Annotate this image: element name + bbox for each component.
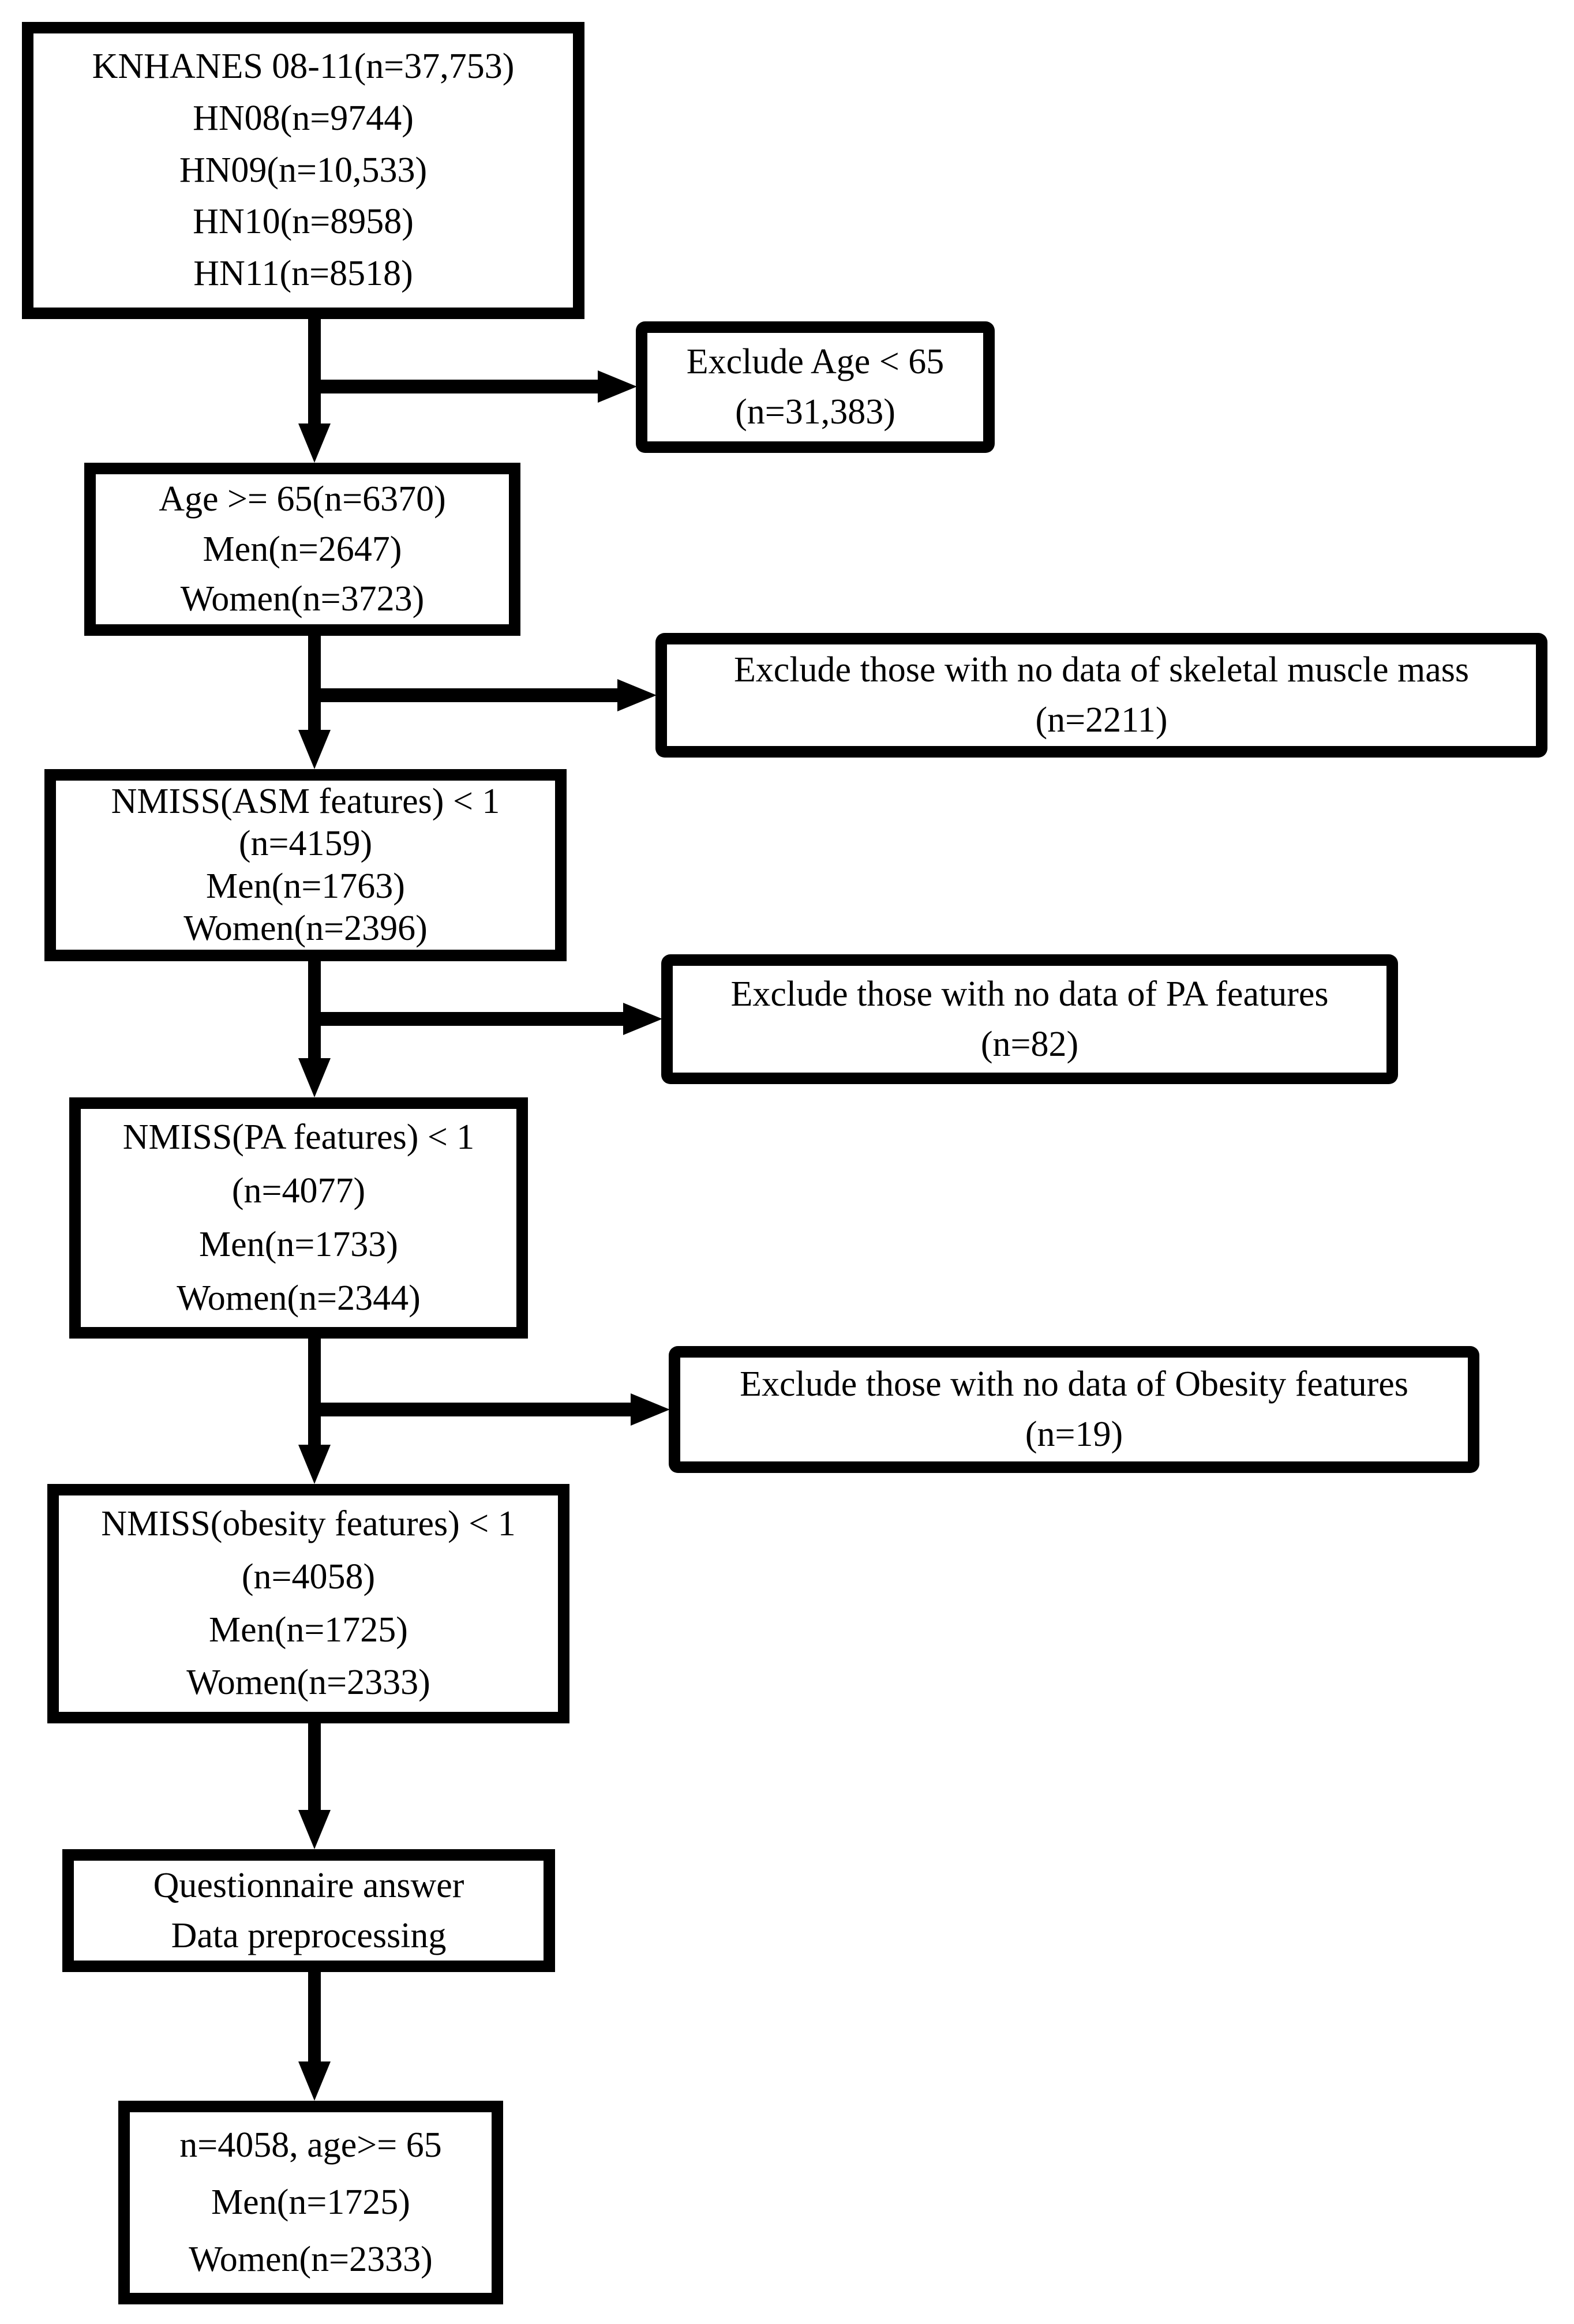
text-line: NMISS(ASM features) < 1 [111,782,500,822]
box-nmiss-pa: NMISS(PA features) < 1 (n=4077) Men(n=17… [69,1097,528,1339]
connector-horizontal-exclude-pa [308,1012,627,1026]
down-arrow-icon [298,1810,331,1849]
connector-horizontal-exclude-obesity [308,1403,634,1416]
text-line: Exclude those with no data of PA feature… [730,974,1329,1014]
text-line: (n=19) [1025,1415,1123,1454]
text-line: (n=4058) [241,1557,376,1596]
text-line: Age >= 65(n=6370) [159,479,446,519]
right-arrow-icon [631,1393,670,1426]
down-arrow-icon [298,1445,331,1484]
box-exclude-obesity: Exclude those with no data of Obesity fe… [669,1346,1479,1473]
text-line: Women(n=2344) [177,1279,421,1318]
box-exclude-age: Exclude Age < 65 (n=31,383) [636,321,995,453]
text-line: HN08(n=9744) [193,98,414,138]
text-line: (n=4077) [231,1171,366,1210]
text-line: Men(n=1725) [209,1610,408,1650]
box-nmiss-asm: NMISS(ASM features) < 1 (n=4159) Men(n=1… [44,769,567,961]
down-arrow-icon [298,1058,331,1097]
text-line: NMISS(PA features) < 1 [122,1118,475,1157]
text-line: KNHANES 08-11(n=37,753) [92,46,515,86]
right-arrow-icon [598,370,637,403]
text-line: Men(n=1733) [199,1225,398,1264]
text-line: Exclude those with no data of Obesity fe… [740,1365,1408,1404]
text-line: Questionnaire answer [153,1865,464,1905]
text-line: HN09(n=10,533) [179,150,428,190]
text-line: Men(n=1763) [206,866,405,906]
down-arrow-icon [298,2061,331,2101]
text-line: (n=2211) [1035,700,1168,740]
text-line: Men(n=1725) [211,2182,410,2222]
box-preprocessing: Questionnaire answer Data preprocessing [62,1849,555,1972]
right-arrow-icon [623,1003,662,1035]
text-line: HN11(n=8518) [193,254,413,294]
text-line: Data preprocessing [171,1916,447,1955]
box-age-ge-65: Age >= 65(n=6370) Men(n=2647) Women(n=37… [84,463,520,636]
down-arrow-icon [298,730,331,769]
text-line: (n=82) [980,1024,1079,1064]
text-line: n=4058, age>= 65 [179,2125,442,2165]
text-line: (n=4159) [238,824,373,864]
text-line: (n=31,383) [735,392,895,432]
right-arrow-icon [617,679,657,711]
text-line: NMISS(obesity features) < 1 [101,1504,516,1543]
connector-horizontal-exclude-muscle [308,688,621,702]
text-line: Women(n=2396) [183,908,428,948]
text-line: HN10(n=8958) [193,202,414,242]
connector-vertical-nmissob-prep [308,1723,321,1816]
box-knhanes-source: KNHANES 08-11(n=37,753) HN08(n=9744) HN0… [22,22,584,319]
box-final-sample: n=4058, age>= 65 Men(n=1725) Women(n=233… [118,2101,503,2304]
box-exclude-pa: Exclude those with no data of PA feature… [661,954,1398,1084]
text-line: Exclude those with no data of skeletal m… [733,650,1470,690]
text-line: Exclude Age < 65 [686,342,945,382]
connector-vertical-source-age65 [308,319,321,427]
connector-vertical-prep-final [308,1972,321,2067]
down-arrow-icon [298,423,331,463]
connector-vertical-age65-nmissasm [308,636,321,735]
connector-vertical-nmisspa-nmissob [308,1339,321,1450]
box-exclude-skeletal-muscle: Exclude those with no data of skeletal m… [655,633,1547,758]
text-line: Women(n=2333) [189,2240,433,2280]
connector-horizontal-exclude-age [308,380,601,393]
text-line: Women(n=2333) [186,1663,430,1703]
text-line: Women(n=3723) [180,579,425,619]
box-nmiss-obesity: NMISS(obesity features) < 1 (n=4058) Men… [47,1484,569,1723]
text-line: Men(n=2647) [203,529,402,569]
